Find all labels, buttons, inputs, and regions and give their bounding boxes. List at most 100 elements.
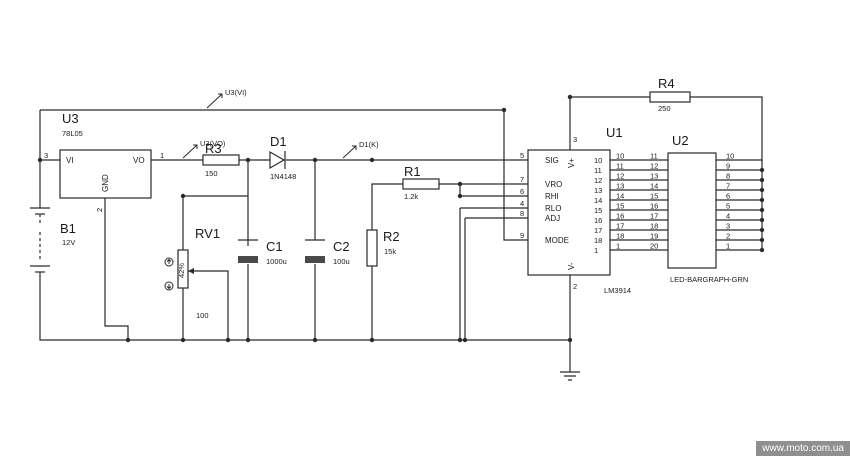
- junction: [180, 337, 186, 343]
- u2-out-pin-1: 1: [726, 242, 730, 251]
- u2-in-pin-15: 15: [650, 192, 658, 201]
- c2-capacitor: C2 100u: [305, 239, 350, 266]
- wires: [39, 96, 763, 381]
- u1-pin-num-5: 5: [520, 151, 524, 160]
- b1-battery: B1 12V: [30, 207, 76, 284]
- junction: [759, 237, 765, 243]
- b1-ref: B1: [60, 221, 76, 236]
- u2-rail-taps: [716, 159, 763, 251]
- u1-pin-rlo: RLO: [545, 204, 561, 213]
- wire-rv1-wiper: [192, 270, 229, 340]
- bus-label-u1-15: 15: [616, 202, 624, 211]
- u1-out-pin-17: 17: [594, 226, 602, 235]
- u2-in-pin-13: 13: [650, 172, 658, 181]
- c1-capacitor: C1 1000u: [238, 239, 287, 266]
- probe-u3-vi[interactable]: U3(VI): [206, 88, 247, 109]
- u1-pin-num-8: 8: [520, 209, 524, 218]
- u2-out-pin-3: 3: [726, 222, 730, 231]
- u2-ref: U2: [672, 133, 689, 148]
- junction: [759, 207, 765, 213]
- junction: [457, 337, 463, 343]
- u3-pin1-num: 1: [160, 151, 164, 160]
- wire-r2-r1: [371, 183, 403, 230]
- rv1-ref: RV1: [195, 226, 220, 241]
- u2-out-pin-8: 8: [726, 172, 730, 181]
- u1-out-pin-14: 14: [594, 196, 602, 205]
- u2-out-pin-4: 4: [726, 212, 730, 221]
- rv1-center: 42%: [177, 263, 186, 278]
- u1-out-pin-12: 12: [594, 176, 602, 185]
- junction: [501, 107, 507, 113]
- ground-symbol: [560, 371, 580, 381]
- u1-pin-num-4: 4: [520, 199, 524, 208]
- u2-led-bargraph: U2 LED-BARGRAPH-GRN 11121314151617181920…: [650, 133, 748, 284]
- wire-ground-bus: [39, 284, 570, 341]
- junction: [245, 337, 251, 343]
- wire-r4-right: [690, 96, 763, 162]
- junction: [759, 247, 765, 253]
- junction: [759, 227, 765, 233]
- junction: [759, 187, 765, 193]
- d1-diode: D1 1N4148: [269, 134, 296, 181]
- u3-regulator: U3 78L05 VI VO GND 3 1 2: [44, 111, 164, 212]
- junction: [457, 193, 463, 199]
- bus-label-u1-10: 10: [616, 152, 624, 161]
- r3-ref: R3: [205, 141, 222, 156]
- wire-u3-gnd: [104, 198, 129, 340]
- u3-ref: U3: [62, 111, 79, 126]
- u1-pin-vminus: V-: [567, 262, 576, 270]
- rv1-up-icon[interactable]: [164, 257, 174, 267]
- u1-out-pin-15: 15: [594, 206, 602, 215]
- u2-out-pin-10: 10: [726, 152, 734, 161]
- u3-pin3-num: 3: [44, 151, 48, 160]
- junction: [37, 157, 43, 163]
- u2-in-pin-16: 16: [650, 202, 658, 211]
- junction: [567, 337, 573, 343]
- rv1-down-icon[interactable]: [164, 281, 174, 291]
- u2-in-pin-19: 19: [650, 232, 658, 241]
- junction: [369, 157, 375, 163]
- junction: [759, 167, 765, 173]
- u1-pin2-num: 2: [573, 282, 577, 291]
- r2-ref: R2: [383, 229, 400, 244]
- c2-ref: C2: [333, 239, 350, 254]
- bus-label-u1-1: 1: [616, 242, 620, 251]
- junction: [462, 337, 468, 343]
- r2-value: 15k: [384, 247, 396, 256]
- u1-pin-vplus: V+: [567, 158, 576, 168]
- u1-pin-sig: SIG: [545, 156, 559, 165]
- u1-value: LM3914: [604, 286, 631, 295]
- probe-d1-k[interactable]: D1(K): [342, 140, 379, 159]
- u1-out-pin-16: 16: [594, 216, 602, 225]
- watermark: www.moto.com.ua: [756, 441, 850, 456]
- junction: [245, 157, 251, 163]
- u2-out-pin-6: 6: [726, 192, 730, 201]
- junction: [567, 94, 573, 100]
- r4-ref: R4: [658, 76, 675, 91]
- junction: [759, 177, 765, 183]
- probe-u3-vo[interactable]: U3(VO): [182, 139, 226, 159]
- u1-out-pin-18: 18: [594, 236, 602, 245]
- rv1-potentiometer: 42% RV1 100: [164, 226, 220, 320]
- u3-pin2-num: 2: [95, 208, 104, 212]
- junctions: [37, 94, 765, 343]
- u3-pin-gnd: GND: [101, 174, 110, 192]
- wire-vro-rhi: [459, 184, 528, 197]
- u2-out-pin-5: 5: [726, 202, 730, 211]
- u1-pin3-num: 3: [573, 135, 577, 144]
- r4-value: 250: [658, 104, 671, 113]
- rv1-value: 100: [196, 311, 209, 320]
- u2-out-pin-9: 9: [726, 162, 730, 171]
- junction: [225, 337, 231, 343]
- r1-value: 1.2k: [404, 192, 418, 201]
- junction: [759, 217, 765, 223]
- junction: [457, 181, 463, 187]
- r3-resistor: R3 150: [202, 141, 240, 178]
- u1-pin-num-6: 6: [520, 187, 524, 196]
- b1-value: 12V: [62, 238, 75, 247]
- d1-ref: D1: [270, 134, 287, 149]
